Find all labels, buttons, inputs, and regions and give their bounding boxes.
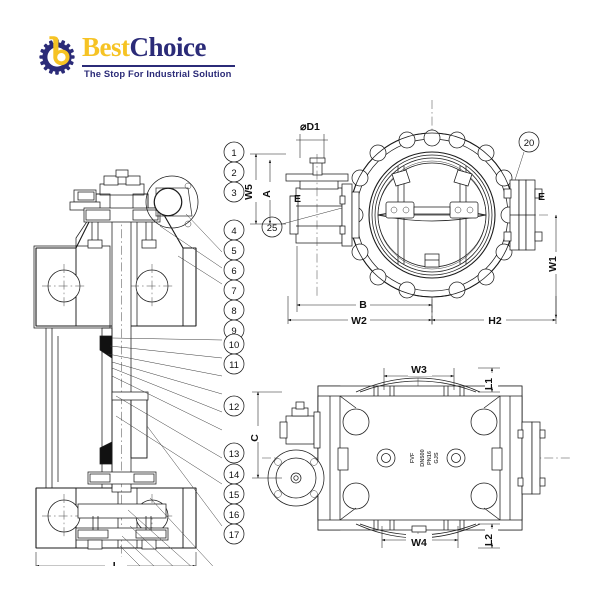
balloon-label: 13 (229, 449, 240, 460)
dim-E: E E (290, 191, 545, 205)
balloon-label: 16 (229, 510, 240, 521)
dim-A: A (261, 159, 276, 224)
logo-word-choice: Choice (129, 32, 207, 62)
balloon-label: 11 (229, 360, 239, 371)
dim-L1: L1 (478, 367, 500, 393)
dim-label-L: L (113, 560, 120, 566)
balloon-16[interactable]: 16 (223, 503, 245, 525)
company-logo[interactable]: BestChoice The Stop For Industrial Solut… (38, 32, 238, 86)
gear-b-icon (39, 36, 75, 75)
dim-L: L (35, 552, 197, 566)
cast-mark-material: GJS (434, 452, 440, 463)
dim-label-D1: ⌀D1 (300, 121, 320, 133)
balloon-label: 5 (231, 246, 236, 257)
balloon-15[interactable]: 15 (223, 483, 245, 505)
balloon-label: 12 (229, 402, 240, 413)
dim-W2-H2: W2 H2 (287, 296, 557, 327)
balloon-12[interactable]: 12 (223, 395, 245, 417)
balloon-label: 14 (229, 470, 240, 481)
dim-W3: W3 (383, 362, 455, 390)
balloon-column: 1 2 3 4 5 6 7 8 9 10 11 12 13 14 15 16 1… (223, 141, 245, 545)
dim-B: B (296, 246, 433, 312)
logo-word-best: Best (82, 32, 130, 62)
dim-label-E-right: E (538, 191, 545, 203)
dim-label-L1: L1 (483, 378, 495, 390)
gearbox (285, 154, 360, 296)
logo-wordmark: BestChoice (82, 32, 206, 63)
logo-tagline: The Stop For Industrial Solution (84, 68, 232, 79)
drawing-canvas: L 1 2 3 4 5 6 7 8 9 10 11 12 13 14 15 16… (33, 100, 570, 566)
balloon-1[interactable]: 1 (223, 141, 245, 163)
dim-L2: L2 (478, 523, 500, 549)
balloon-10[interactable]: 10 (223, 333, 245, 355)
dim-label-C: C (249, 434, 261, 442)
balloon-2[interactable]: 2 (223, 161, 245, 183)
balloon-4[interactable]: 4 (223, 219, 245, 241)
dim-label-L2: L2 (483, 534, 495, 546)
balloon-3[interactable]: 3 (223, 181, 245, 203)
plan-gearbox (267, 401, 325, 507)
end-flange (503, 179, 543, 251)
cast-mark-pn: PN16 (427, 451, 433, 465)
balloon-label: 17 (229, 530, 240, 541)
plan-end-flange (517, 421, 546, 495)
balloon-label: 2 (231, 168, 236, 179)
dim-label-W2: W2 (351, 315, 367, 327)
balloon-label: 6 (231, 266, 236, 277)
dim-label-H2: H2 (488, 315, 502, 327)
balloon-label: 9 (231, 326, 236, 337)
cast-mark-brand: FVF (410, 452, 416, 463)
dim-label-W5: W5 (243, 184, 255, 200)
balloon-label: 10 (229, 340, 240, 351)
balloon-13[interactable]: 13 (223, 442, 245, 464)
cast-mark-dn: DN500 (420, 449, 426, 466)
balloon-7[interactable]: 7 (223, 279, 245, 301)
dim-C: C (249, 391, 282, 479)
dim-label-A: A (261, 190, 273, 198)
balloon-6[interactable]: 6 (223, 259, 245, 281)
dim-label-W1: W1 (547, 256, 559, 272)
balloon-label: 7 (231, 286, 236, 297)
balloon-14[interactable]: 14 (223, 463, 245, 485)
balloon-label: 4 (231, 226, 236, 237)
gland-assembly (69, 169, 199, 249)
balloon-label: 1 (231, 148, 236, 159)
dim-D1: ⌀D1 (296, 121, 328, 158)
balloon-8[interactable]: 8 (223, 299, 245, 321)
section-view: L (33, 169, 223, 566)
balloon-label: 8 (231, 306, 236, 317)
balloon-label: 15 (229, 490, 240, 501)
dim-W5: W5 (243, 153, 286, 225)
balloon-label: 20 (524, 138, 535, 149)
dim-W4: W4 (381, 526, 459, 549)
balloon-label: 3 (231, 188, 236, 199)
dim-label-W4: W4 (411, 537, 427, 549)
leader-lines (107, 213, 223, 566)
dim-label-B: B (359, 299, 367, 311)
balloon-11[interactable]: 11 (223, 353, 245, 375)
balloon-25[interactable]: 25 (261, 207, 343, 238)
technical-drawing: L 1 2 3 4 5 6 7 8 9 10 11 12 13 14 15 16… (0, 96, 600, 566)
dim-label-E-left: E (294, 193, 301, 205)
balloon-label: 25 (267, 223, 278, 234)
balloon-17[interactable]: 17 (223, 523, 245, 545)
dim-label-W3: W3 (411, 364, 427, 376)
balloon-20[interactable]: 20 (514, 131, 540, 181)
logo-underline (82, 65, 235, 67)
plan-view: FVF DN500 PN16 GJS (249, 362, 570, 549)
face-view: 20 25 ⌀D1 W5 (243, 100, 563, 327)
balloon-5[interactable]: 5 (223, 239, 245, 261)
cast-markings: FVF DN500 PN16 GJS (410, 449, 440, 466)
